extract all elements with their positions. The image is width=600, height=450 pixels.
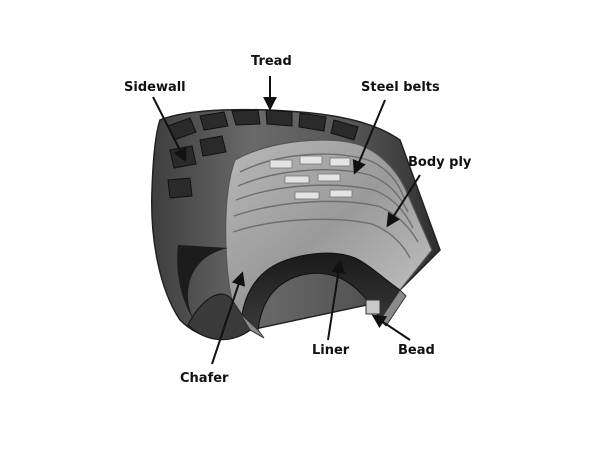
- bead-arrow: [371, 314, 411, 341]
- leader-arrows: [152, 76, 421, 365]
- chafer-label: Chafer: [180, 371, 229, 386]
- belt-wires: [269, 155, 353, 200]
- liner-label: Liner: [312, 343, 350, 358]
- wheel-opening: [177, 245, 228, 322]
- sidewall-label: Sidewall: [124, 80, 186, 95]
- tread-label: Tread: [251, 54, 292, 69]
- steel-belts-arrow: [352, 99, 386, 175]
- sidewall-arrow: [152, 96, 187, 163]
- bead-area: [187, 293, 260, 341]
- chafer-arrow: [211, 271, 246, 365]
- body-ply-arrow: [386, 174, 421, 228]
- liner-arrow: [327, 259, 346, 341]
- body-ply-label: Body ply: [408, 155, 472, 170]
- steel-belts-label: Steel belts: [361, 80, 440, 95]
- bead-label: Bead: [398, 343, 435, 358]
